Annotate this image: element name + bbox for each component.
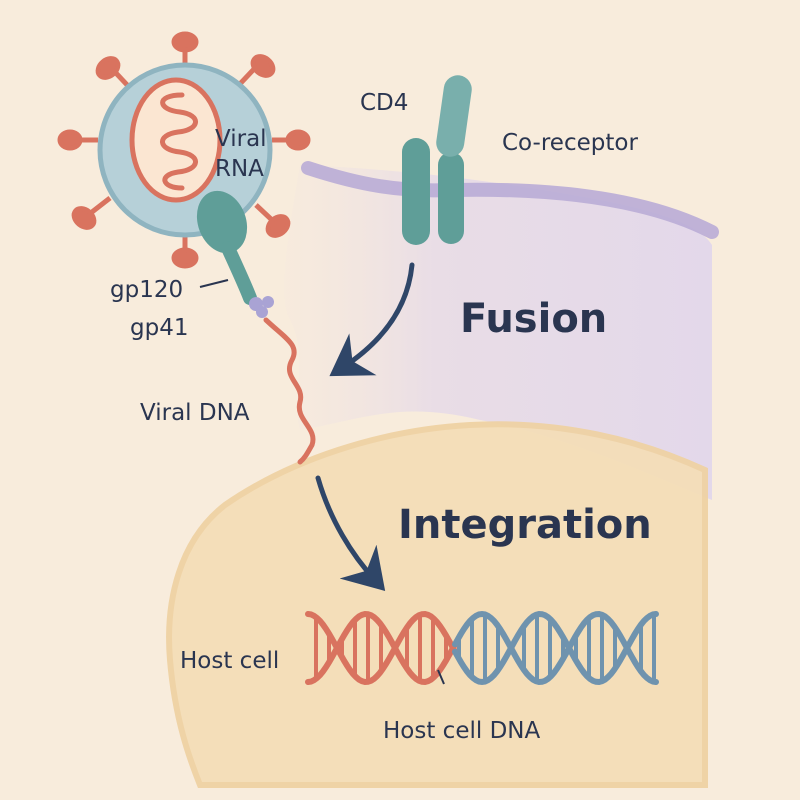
virus-core bbox=[129, 77, 223, 203]
viral-rna-strand bbox=[160, 92, 198, 191]
gp41-label: gp41 bbox=[130, 315, 188, 341]
viral-rna-label-line1: Viral bbox=[215, 126, 267, 152]
host-cell-dna-label: Host cell DNA bbox=[383, 718, 540, 744]
host-cell-dna-pointer-line bbox=[437, 669, 445, 685]
cd4-receptor bbox=[402, 138, 430, 245]
nucleus bbox=[166, 421, 708, 788]
gp41-knob bbox=[249, 296, 274, 318]
gp120-protein bbox=[196, 190, 248, 254]
viral-dna-strand bbox=[263, 317, 316, 465]
fusion-arrow bbox=[329, 262, 415, 377]
dna-strand-b-left bbox=[305, 610, 458, 686]
host-dna-helix bbox=[305, 610, 659, 686]
host-cell-region bbox=[283, 165, 712, 500]
dna-strand-b-right bbox=[452, 610, 659, 686]
co-receptor-label: Co-receptor bbox=[502, 130, 638, 156]
host-cell-label: Host cell bbox=[180, 648, 279, 674]
dna-strand-a-right bbox=[452, 610, 659, 686]
gp41-stalk bbox=[221, 241, 257, 305]
co-receptor bbox=[436, 75, 472, 244]
dna-strand-a-left bbox=[305, 610, 458, 686]
cell-membrane bbox=[301, 161, 719, 239]
viral-rna-label-line2: RNA bbox=[215, 156, 264, 182]
viral-dna-label: Viral DNA bbox=[140, 400, 250, 426]
integration-arrow bbox=[315, 475, 386, 592]
integration-label: Integration bbox=[398, 502, 652, 548]
cd4-label: CD4 bbox=[360, 90, 408, 116]
gp120-pointer-line bbox=[199, 279, 229, 288]
fusion-label: Fusion bbox=[460, 296, 607, 342]
gp120-label: gp120 bbox=[110, 277, 183, 303]
